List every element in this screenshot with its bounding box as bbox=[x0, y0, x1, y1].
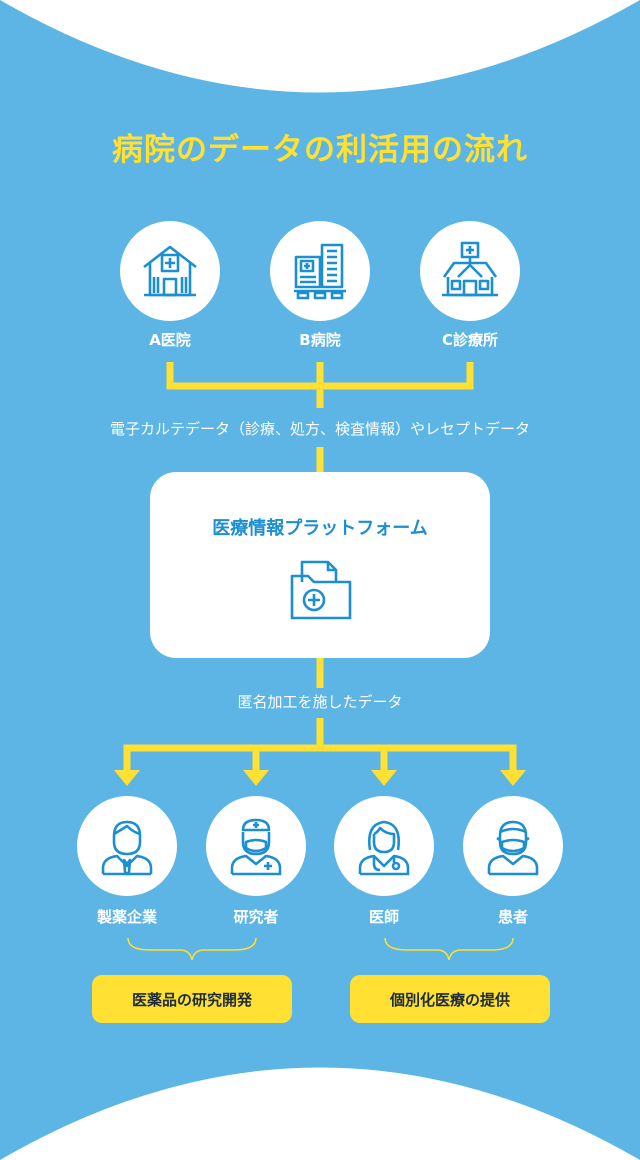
arrow-to-recipient-4 bbox=[500, 770, 526, 786]
platform-title: 医療情報プラットフォーム bbox=[212, 518, 428, 539]
arrow-to-recipient-1 bbox=[114, 770, 140, 786]
clinic-icon bbox=[143, 245, 197, 297]
source-circle-b bbox=[270, 221, 370, 321]
recipient-label-4: 患者 bbox=[497, 908, 528, 926]
outcome-personalized-medicine: 個別化医療の提供 bbox=[350, 975, 550, 1023]
platform-box: 医療情報プラットフォーム bbox=[150, 472, 490, 658]
medical-folder-icon bbox=[290, 560, 352, 620]
arrow-to-recipient-3 bbox=[371, 770, 397, 786]
source-label-b: B病院 bbox=[299, 331, 341, 349]
outcome-drug-development: 医薬品の研究開発 bbox=[92, 975, 292, 1023]
recipient-label-3: 医師 bbox=[368, 908, 399, 926]
doctor-icon bbox=[358, 820, 410, 876]
recipient-label-1: 製薬企業 bbox=[96, 908, 157, 926]
arrow-to-recipient-2 bbox=[243, 770, 269, 786]
clinic-house-icon bbox=[442, 241, 498, 297]
recipient-circle-4 bbox=[463, 796, 563, 896]
source-label-c: C診療所 bbox=[441, 331, 498, 349]
source-circle-a bbox=[120, 221, 220, 321]
flow-text-anonymized: 匿名加工を施したデータ bbox=[200, 691, 440, 712]
source-label-a: A医院 bbox=[149, 331, 191, 349]
patient-icon bbox=[487, 820, 539, 876]
flow-text-data-types: 電子カルテデータ（診療、処方、検査情報）やレセプトデータ bbox=[60, 418, 580, 439]
recipient-circle-2 bbox=[206, 796, 306, 896]
researcher-icon bbox=[230, 818, 282, 876]
businessman-icon bbox=[101, 820, 153, 876]
recipient-circle-1 bbox=[77, 796, 177, 896]
hospital-building-icon bbox=[294, 243, 346, 300]
brace-left bbox=[127, 937, 257, 961]
brace-right bbox=[384, 937, 514, 961]
source-circle-c bbox=[420, 221, 520, 321]
recipient-label-2: 研究者 bbox=[233, 908, 279, 926]
recipient-circle-3 bbox=[334, 796, 434, 896]
page-title: 病院のデータの利活用の流れ bbox=[112, 132, 528, 168]
